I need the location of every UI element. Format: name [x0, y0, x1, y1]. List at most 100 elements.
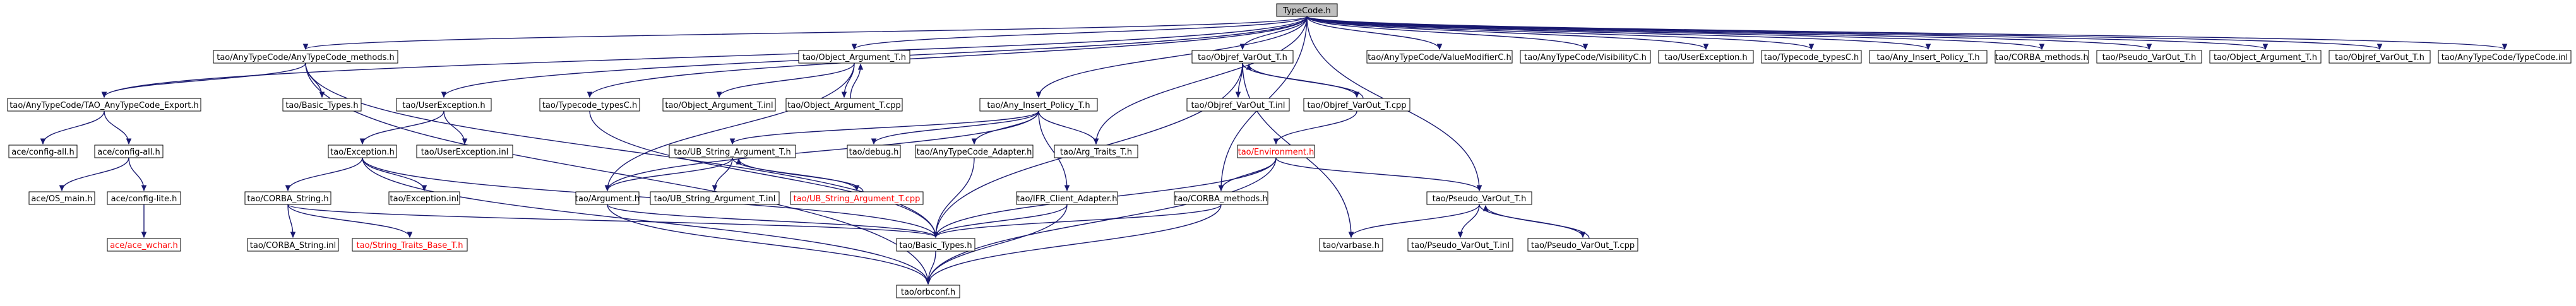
svg-text:tao/Pseudo_VarOut_T.cpp: tao/Pseudo_VarOut_T.cpp [1531, 241, 1635, 250]
edge-n0-to-n6 [1306, 16, 1709, 50]
node-userexception-h[interactable]: tao/UserException.h [396, 98, 492, 112]
node-varbase-h[interactable]: tao/varbase.h [1319, 238, 1383, 252]
svg-text:tao/CORBA_String.h: tao/CORBA_String.h [247, 194, 328, 204]
edge-n36-to-n45 [607, 204, 939, 238]
node-userexception-h-top[interactable]: tao/UserException.h [1658, 50, 1754, 64]
node-object-argument-t-h-top[interactable]: tao/Object_Argument_T.h [2209, 50, 2322, 64]
node-string-traits-base-t-h[interactable]: tao/String_Traits_Base_T.h [352, 238, 468, 252]
svg-text:tao/Pseudo_VarOut_T.h: tao/Pseudo_VarOut_T.h [1433, 194, 1527, 204]
node-pseudo-varout-t-h-top[interactable]: tao/Pseudo_VarOut_T.h [2096, 50, 2202, 64]
svg-text:tao/Basic_Types.h: tao/Basic_Types.h [285, 101, 358, 110]
svg-text:tao/AnyTypeCode_Adapter.h: tao/AnyTypeCode_Adapter.h [917, 148, 1032, 157]
node-ub-string-argument-t-h[interactable]: tao/UB_String_Argument_T.h [669, 144, 796, 158]
edge-n33-to-n42 [141, 204, 147, 238]
edge-n28-to-n37 [712, 157, 733, 192]
edge-n48-to-n41 [1482, 204, 1590, 239]
svg-text:ace/config-lite.h: ace/config-lite.h [111, 194, 177, 204]
svg-text:tao/debug.h: tao/debug.h [849, 148, 899, 157]
node-typecode-inl[interactable]: tao/AnyTypeCode/TypeCode.inl [2438, 50, 2572, 64]
node-corba-string-h[interactable]: tao/CORBA_String.h [244, 191, 331, 205]
node-corba-methods-h-top[interactable]: tao/CORBA_methods.h [1995, 50, 2089, 64]
node-pseudo-varout-t-h[interactable]: tao/Pseudo_VarOut_T.h [1426, 191, 1532, 205]
node-pseudo-varout-t-inl[interactable]: tao/Pseudo_VarOut_T.inl [1407, 238, 1513, 252]
svg-text:tao/CORBA_methods.h: tao/CORBA_methods.h [1995, 53, 2088, 62]
node-basic-types-h-upper[interactable]: tao/Basic_Types.h [282, 98, 362, 112]
edge-n0-to-n21 [1093, 16, 1308, 145]
edge-n17-to-n45 [589, 110, 939, 238]
node-argument-h[interactable]: tao/Argument.h [575, 191, 640, 205]
edge-n23-to-n31 [1273, 110, 1357, 145]
node-object-argument-t-cpp[interactable]: tao/Object_Argument_T.cpp [785, 98, 903, 112]
edge-n28-to-n36 [604, 157, 733, 192]
edge-n16-to-n27 [443, 110, 468, 145]
edge-n0-to-n9 [1306, 16, 2045, 50]
node-userexception-inl[interactable]: tao/UserException.inl [416, 144, 513, 158]
node-typecode-typesc-h-top[interactable]: tao/Typecode_typesC.h [1761, 50, 1862, 64]
node-anytypecode-adapter-h[interactable]: tao/AnyTypeCode_Adapter.h [915, 144, 1034, 158]
node-ub-string-argument-t-inl[interactable]: tao/UB_String_Argument_T.inl [650, 191, 780, 205]
edge-n2-to-n18 [716, 62, 855, 98]
node-valuemodifierc-h[interactable]: tao/AnyTypeCode/ValueModifierC.h [1366, 50, 1513, 64]
edge-n26-to-n35 [362, 157, 427, 192]
edge-n26-to-n49 [362, 157, 931, 285]
node-visibilityc-h[interactable]: tao/AnyTypeCode/VisibilityC.h [1520, 50, 1651, 64]
edge-n20-to-n29 [871, 110, 1039, 145]
node-typecode-typesc-h[interactable]: tao/Typecode_typesC.h [539, 98, 640, 112]
edge-n31-to-n49 [925, 157, 1277, 285]
node-os-main-h[interactable]: ace/OS_main.h [28, 191, 95, 205]
node-object-argument-t-h[interactable]: tao/Object_Argument_T.h [798, 50, 910, 64]
node-arg-traits-t-h[interactable]: tao/Arg_Traits_T.h [1054, 144, 1138, 158]
node-objref-varout-t-h[interactable]: tao/Objref_VarOut_T.h [1191, 50, 1294, 64]
node-config-lite-h[interactable]: ace/config-lite.h [107, 191, 181, 205]
node-exception-h[interactable]: tao/Exception.h [328, 144, 397, 158]
node-ub-string-argument-t-cpp[interactable]: tao/UB_String_Argument_T.cpp [790, 191, 924, 205]
node-ace-wchar-h[interactable]: ace/ace_wchar.h [107, 238, 181, 252]
node-anytypecode-methods-h[interactable]: tao/AnyTypeCode/AnyTypeCode_methods.h [213, 50, 398, 64]
node-config-all-h[interactable]: ace/config-all.h [94, 144, 164, 158]
node-objref-varout-t-cpp[interactable]: tao/Objref_VarOut_T.cpp [1303, 98, 1410, 112]
edge-n1-to-n14 [101, 62, 306, 98]
edge-n25-to-n33 [128, 157, 147, 192]
node-object-argument-t-inl[interactable]: tao/Object_Argument_T.inl [662, 98, 776, 112]
node-environment-h[interactable]: tao/Environment.h [1237, 144, 1315, 158]
node-objref-varout-t-h-top[interactable]: tao/Objref_VarOut_T.h [2329, 50, 2431, 64]
svg-text:TypeCode.h: TypeCode.h [1282, 6, 1331, 16]
svg-text:tao/UB_String_Argument_T.h: tao/UB_String_Argument_T.h [674, 148, 790, 157]
svg-text:tao/Any_Insert_Policy_T.h: tao/Any_Insert_Policy_T.h [1876, 53, 1979, 62]
edge-n25-to-n32 [59, 157, 129, 192]
node-orbconf-h[interactable]: tao/orbconf.h [896, 285, 960, 298]
node-any-insert-policy-t-h-top[interactable]: tao/Any_Insert_Policy_T.h [1869, 50, 1988, 64]
node-corba-string-inl[interactable]: tao/CORBA_String.inl [247, 238, 339, 252]
node-any-insert-policy-t-h[interactable]: tao/Any_Insert_Policy_T.h [979, 98, 1098, 112]
svg-text:tao/UserException.h: tao/UserException.h [1664, 53, 1747, 62]
svg-text:tao/Pseudo_VarOut_T.inl: tao/Pseudo_VarOut_T.inl [1411, 241, 1510, 250]
edge-n0-to-n5 [1306, 16, 1589, 50]
node-basic-types-h[interactable]: tao/Basic_Types.h [896, 238, 975, 252]
svg-text:tao/Environment.h: tao/Environment.h [1238, 148, 1315, 157]
node-typecode-h-root[interactable]: TypeCode.h [1276, 3, 1338, 17]
node-corba-methods-h[interactable]: tao/CORBA_methods.h [1174, 191, 1268, 205]
svg-text:tao/CORBA_String.inl: tao/CORBA_String.inl [250, 241, 336, 250]
edge-n41-to-n46 [1348, 204, 1480, 238]
edge-n20-to-n21 [1038, 110, 1099, 145]
svg-text:tao/UserException.h: tao/UserException.h [402, 101, 485, 110]
svg-text:tao/orbconf.h: tao/orbconf.h [901, 288, 955, 297]
edge-n0-to-n17 [587, 16, 1308, 98]
edge-n41-to-n47 [1457, 204, 1480, 238]
node-objref-varout-t-inl[interactable]: tao/Objref_VarOut_T.inl [1186, 98, 1290, 112]
node-tao-anytypecode-export-h[interactable]: tao/AnyTypeCode/TAO_AnyTypeCode_Export.h [7, 98, 201, 112]
edge-n26-to-n34 [285, 157, 363, 192]
node-pseudo-varout-t-cpp[interactable]: tao/Pseudo_VarOut_T.cpp [1527, 238, 1638, 252]
node-ifr-client-adapter-h[interactable]: tao/IFR_Client_Adapter.h [1016, 191, 1118, 205]
edge-n34-to-n43 [287, 204, 296, 238]
node-exception-inl[interactable]: tao/Exception.inl [388, 191, 460, 205]
edge-n23-to-n3 [1246, 63, 1364, 99]
svg-text:tao/UB_String_Argument_T.cpp: tao/UB_String_Argument_T.cpp [794, 194, 921, 204]
node-config-all-h-left[interactable]: ace/config-all.h [8, 144, 78, 158]
svg-text:tao/Objref_VarOut_T.h: tao/Objref_VarOut_T.h [1198, 53, 1287, 62]
edge-n1-to-n45 [305, 62, 939, 238]
edge-n14-to-n24 [40, 110, 105, 145]
node-debug-h[interactable]: tao/debug.h [847, 144, 901, 158]
svg-text:tao/Arg_Traits_T.h: tao/Arg_Traits_T.h [1060, 148, 1132, 157]
svg-text:ace/OS_main.h: ace/OS_main.h [31, 194, 92, 204]
